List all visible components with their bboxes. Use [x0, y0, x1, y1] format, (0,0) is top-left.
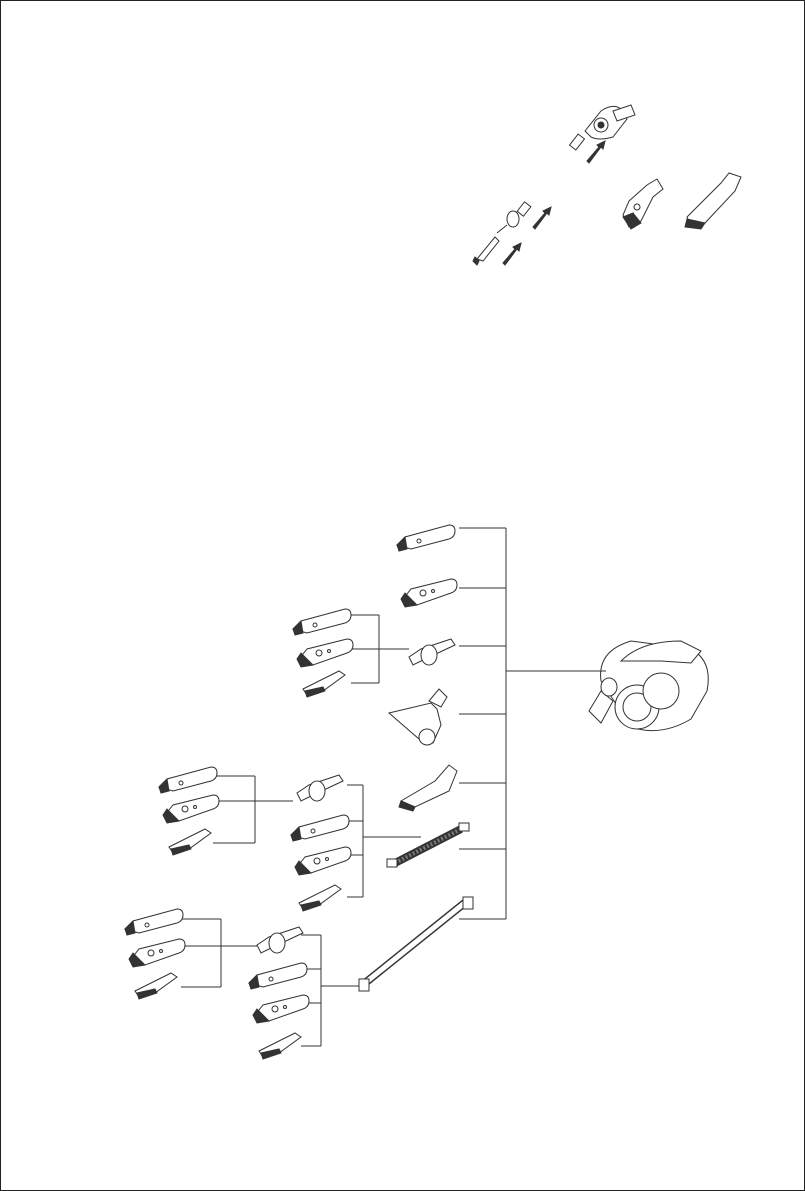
hose-brush-icon [295, 847, 351, 875]
brush-tool-icon [401, 579, 457, 607]
wand-connector [497, 202, 531, 233]
hose-adapter-crevice-icon [159, 767, 217, 793]
hose-duster-icon [299, 885, 341, 911]
wand-adapter-duster-icon [135, 973, 177, 999]
extension-wand [527, 134, 584, 207]
hose-adapter-duster-icon [169, 829, 211, 855]
dusting-brush-icon [399, 765, 457, 811]
pet-tool [623, 179, 663, 229]
dusting-brush-angled [685, 173, 741, 229]
power-nozzle-head [585, 105, 635, 139]
hose-adapter-icon [297, 775, 343, 801]
arrow-icon [503, 141, 605, 265]
adapter-crevice-icon [293, 609, 351, 635]
flexible-hose-icon [387, 823, 469, 867]
assembly-illustration [473, 105, 741, 265]
hose-crevice-icon [291, 815, 349, 841]
wand-duster-icon [259, 1033, 301, 1059]
handheld-vacuum-icon [589, 641, 708, 731]
pet-tool-icon [389, 689, 447, 745]
crevice-tool-small [473, 237, 499, 265]
crevice-tool-icon [397, 525, 455, 551]
wand-adapter-icon [257, 927, 303, 953]
wand-brush-icon [253, 995, 309, 1023]
wand-adapter-crevice-icon [125, 909, 183, 935]
wand-adapter-brush-icon [129, 939, 185, 967]
hose-adapter-brush-icon [163, 795, 219, 823]
adapter-duster-icon [303, 671, 345, 697]
wand-crevice-icon [249, 963, 307, 989]
extension-wand-icon [359, 897, 473, 991]
adapter-brush-icon [297, 639, 353, 667]
adapter-icon [409, 639, 455, 665]
compatibility-chart [125, 525, 708, 1059]
